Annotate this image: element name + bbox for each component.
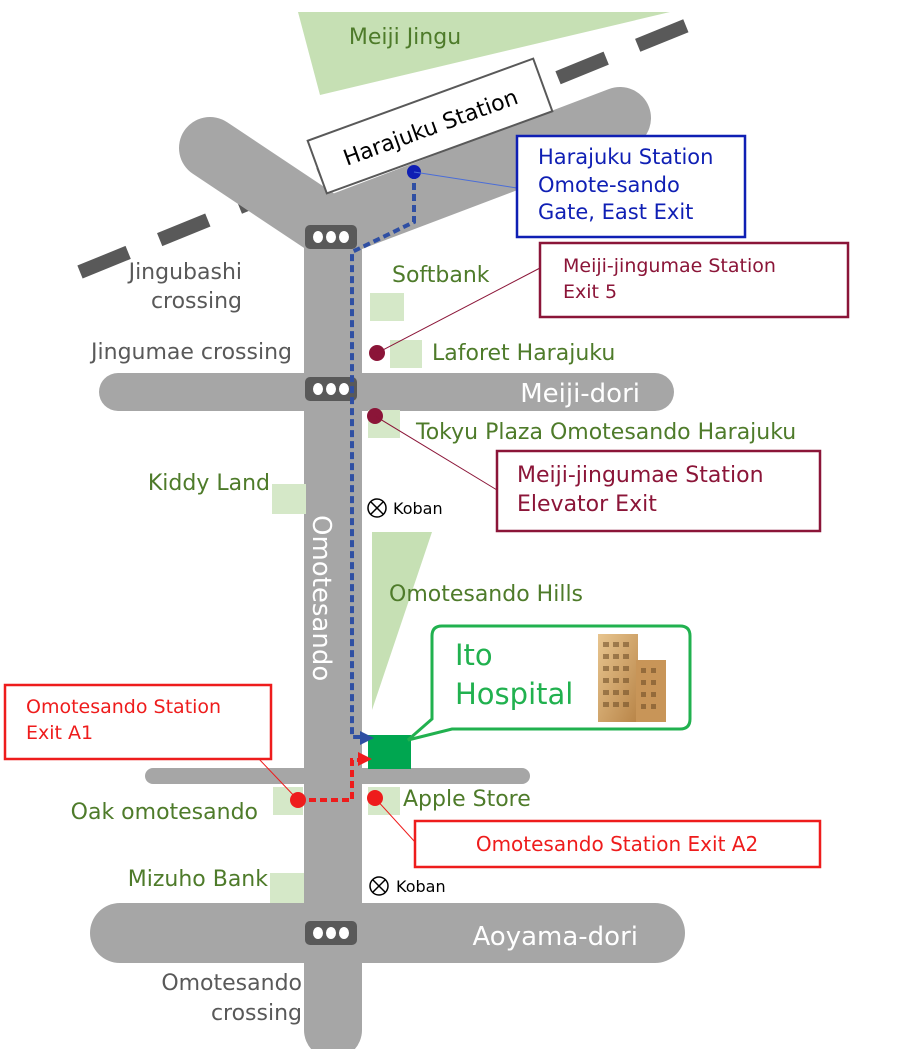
- softbank-building: [370, 293, 404, 321]
- metro-exit5-callout: [538, 241, 850, 319]
- omotesando-a2-label: Omotesando Station Exit A2: [476, 832, 758, 856]
- metro-exit5-line1: Meiji-jingumae Station: [563, 255, 776, 277]
- exit5-connector: [376, 267, 541, 354]
- jingubashi-crossing-label-2: crossing: [151, 289, 242, 314]
- metro-elevator-callout: [495, 449, 822, 533]
- koban-label-north: Koban: [393, 499, 443, 518]
- meiji-dori-label: Meiji-dori: [520, 379, 640, 409]
- omotesando-crossing-label-2: crossing: [211, 1001, 302, 1026]
- ito-hospital-name-1: Ito: [455, 638, 493, 672]
- omotesando-hills-label: Omotesando Hills: [389, 582, 583, 607]
- oak-label: Oak omotesando: [71, 800, 258, 825]
- walking-route-harajuku: [350, 172, 416, 739]
- meiji-jingu-label: Meiji Jingu: [349, 25, 461, 50]
- koban-icon-south: [369, 876, 389, 896]
- omotesando-crossing-label: Omotesando: [161, 971, 302, 996]
- softbank-label: Softbank: [392, 263, 490, 288]
- laforet-label: Laforet Harajuku: [432, 341, 615, 366]
- apple-label: Apple Store: [403, 787, 531, 812]
- mizuho-label: Mizuho Bank: [128, 867, 268, 892]
- a2-connector: [374, 797, 416, 843]
- a1-connector: [257, 757, 299, 801]
- route-arrow-red: [358, 752, 372, 766]
- walking-route-omotesando: [298, 758, 360, 802]
- meiji-jingu-park: [298, 12, 670, 95]
- omotesando-a1-line1: Omotesando Station: [26, 696, 221, 718]
- koban-label-south: Koban: [396, 877, 446, 896]
- traffic-light-omotesando: [305, 921, 357, 945]
- jr-exit-line3: Gate, East Exit: [538, 200, 693, 224]
- mizuho-building: [270, 873, 304, 903]
- traffic-light-jingubashi: [305, 225, 357, 249]
- jr-exit-line2: Omote-sando: [538, 173, 680, 197]
- aoyama-dori-label: Aoyama-dori: [472, 922, 638, 952]
- omotesando-a2-callout: [413, 819, 822, 869]
- route-arrow-blue: [360, 731, 374, 745]
- metro-elevator-line2: Elevator Exit: [517, 492, 657, 517]
- jr-exit-callout: [515, 134, 747, 239]
- jr-exit-line1: Harajuku Station: [538, 145, 713, 169]
- omotesando-hills-building: [372, 532, 432, 710]
- jingubashi-crossing-label: Jingubashi: [127, 260, 242, 285]
- jr-railway-line: [77, 13, 703, 279]
- ito-hospital-building: [368, 735, 411, 769]
- tokyu-plaza-label: Tokyu Plaza Omotesando Harajuku: [415, 420, 796, 445]
- metro-elevator-line1: Meiji-jingumae Station: [517, 463, 764, 488]
- metro-exit5-line2: Exit 5: [563, 281, 617, 303]
- ito-hospital-building-icon: [598, 634, 666, 722]
- laforet-building: [390, 340, 422, 368]
- kiddy-land-building: [272, 484, 306, 514]
- omotesando-road-label: Omotesando: [306, 515, 336, 681]
- jr-exit-connector: [413, 171, 518, 189]
- jingumae-crossing-label: Jingumae crossing: [89, 340, 292, 365]
- omotesando-a1-callout: [3, 683, 273, 761]
- ito-hospital-name-2: Hospital: [455, 677, 573, 711]
- kiddy-land-label: Kiddy Land: [148, 471, 270, 496]
- omotesando-a1-line2: Exit A1: [26, 722, 93, 744]
- traffic-light-jingumae: [305, 377, 357, 401]
- elevator-connector: [374, 415, 498, 491]
- koban-icon-north: [367, 498, 387, 518]
